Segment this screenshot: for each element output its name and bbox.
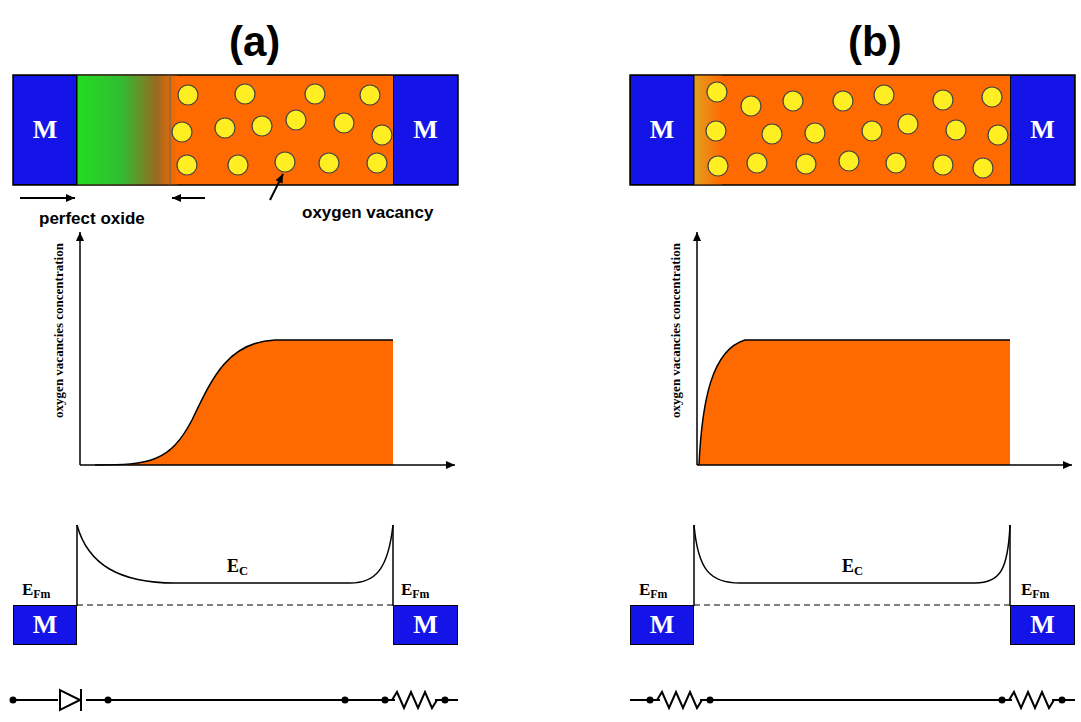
fermi-level-label: EFm xyxy=(639,581,668,601)
oxygen-vacancy-dot xyxy=(747,153,767,173)
fermi-level-label: EFm xyxy=(22,581,51,601)
metal-electrode: M xyxy=(630,605,694,645)
oxygen-vacancy-dot xyxy=(215,118,235,138)
oxygen-vacancy-dot xyxy=(334,113,354,133)
oxygen-vacancy-dot xyxy=(988,125,1008,145)
electrode-label: M xyxy=(33,612,58,638)
electrode-label: M xyxy=(650,612,675,638)
oxygen-vacancy-dot xyxy=(982,87,1002,107)
metal-electrode: M xyxy=(13,605,77,645)
oxygen-vacancy-dot xyxy=(796,154,816,174)
oxygen-vacancy-dot xyxy=(178,85,198,105)
oxygen-vacancy-dot xyxy=(708,156,728,176)
electrode-label: M xyxy=(650,117,675,143)
electrode-label: M xyxy=(413,612,438,638)
oxygen-vacancy-dot xyxy=(305,84,325,104)
metal-electrode: M xyxy=(393,605,458,645)
electrode-label: M xyxy=(1030,117,1055,143)
electrode-label: M xyxy=(413,117,438,143)
metal-electrode: M xyxy=(1010,75,1075,185)
panel-title: (b) xyxy=(848,21,902,63)
band-label: EC xyxy=(842,557,863,578)
electrode-label: M xyxy=(33,117,58,143)
fermi-level-label: EFm xyxy=(401,581,430,601)
axis-label: oxygen vacancies concentration xyxy=(669,243,682,418)
oxygen-vacancy-dot xyxy=(933,90,953,110)
metal-electrode: M xyxy=(13,75,77,185)
metal-electrode: M xyxy=(393,75,458,185)
oxygen-vacancy-dot xyxy=(372,125,392,145)
oxygen-vacancy-dot xyxy=(741,96,761,116)
oxygen-vacancy-dot xyxy=(886,153,906,173)
callout-label: oxygen vacancy xyxy=(302,204,433,221)
oxygen-vacancy-dot xyxy=(235,84,255,104)
electrode-label: M xyxy=(1030,612,1055,638)
oxygen-vacancy-dot xyxy=(360,85,380,105)
oxygen-vacancy-dot xyxy=(706,121,726,141)
panel-title: (a) xyxy=(229,21,280,63)
oxygen-vacancy-dot xyxy=(783,91,803,111)
oxygen-vacancy-dot xyxy=(172,122,192,142)
oxygen-vacancy-dot xyxy=(762,124,782,144)
oxygen-vacancy-dot xyxy=(833,91,853,111)
band-label: EC xyxy=(227,557,248,578)
oxygen-vacancy-dot xyxy=(874,85,894,105)
oxygen-vacancy-dot xyxy=(862,121,882,141)
oxygen-vacancy-dot xyxy=(898,114,918,134)
oxygen-vacancy-dot xyxy=(286,110,306,130)
metal-electrode: M xyxy=(630,75,694,185)
oxygen-vacancy-dot xyxy=(319,153,339,173)
oxygen-vacancy-dot xyxy=(946,120,966,140)
oxygen-vacancy-dot xyxy=(839,151,859,171)
region-label: perfect oxide xyxy=(39,210,145,227)
axis-label: oxygen vacancies concentration xyxy=(52,243,65,418)
fermi-level-label: EFm xyxy=(1021,581,1050,601)
panel-b xyxy=(630,75,1075,710)
panel-a xyxy=(10,75,459,712)
oxygen-vacancy-dot xyxy=(973,158,993,178)
oxygen-vacancy-dot xyxy=(275,152,295,172)
oxygen-vacancy-dot xyxy=(228,155,248,175)
oxygen-vacancy-dot xyxy=(707,82,727,102)
metal-electrode: M xyxy=(1010,605,1075,645)
oxygen-vacancy-dot xyxy=(367,153,387,173)
oxygen-vacancy-dot xyxy=(177,155,197,175)
oxygen-vacancy-dot xyxy=(933,155,953,175)
oxygen-vacancy-dot xyxy=(252,116,272,136)
oxygen-vacancy-dot xyxy=(805,123,825,143)
